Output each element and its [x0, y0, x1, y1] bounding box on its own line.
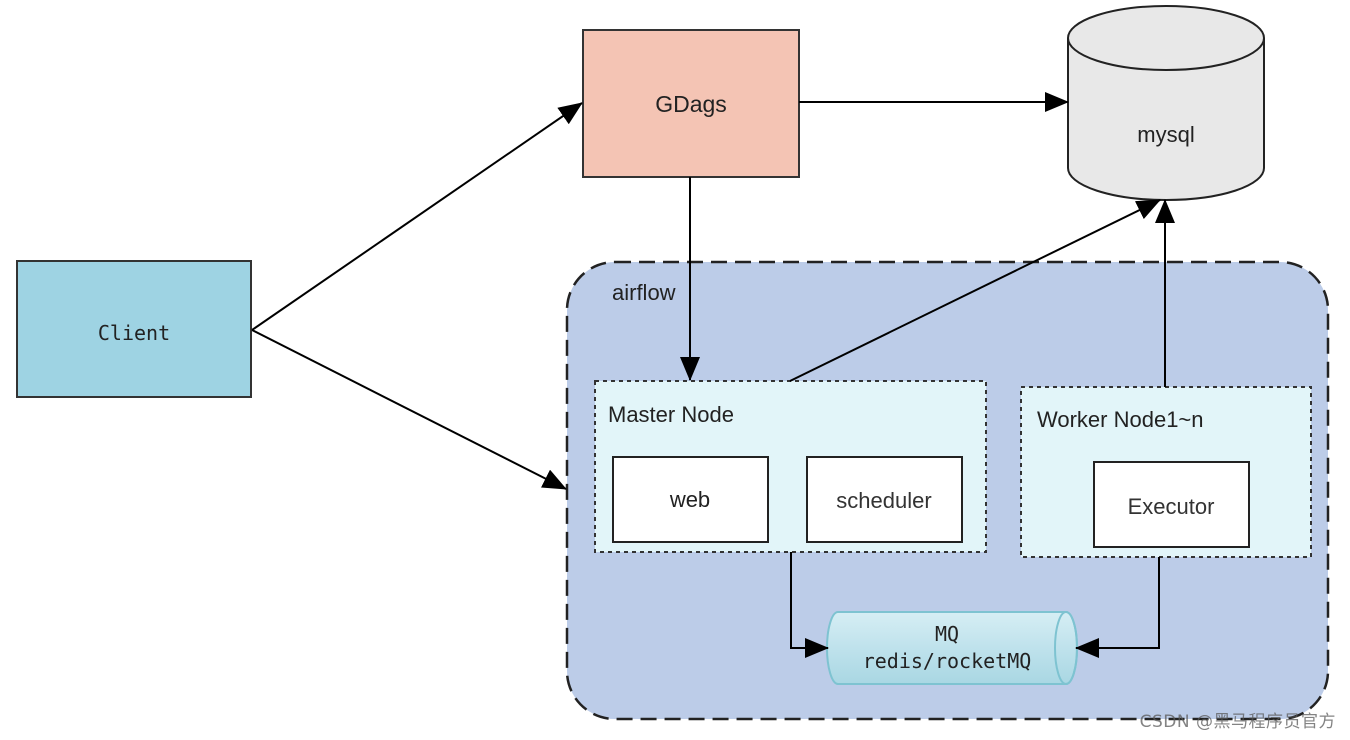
mq-sublabel: redis/rocketMQ [863, 649, 1032, 673]
worker-node-label: Worker Node1~n [1037, 407, 1204, 432]
client-node [16, 260, 252, 398]
edge-master-mysql [789, 199, 1161, 382]
web-component [612, 456, 769, 543]
executor-component [1093, 461, 1250, 548]
gdags-label: GDags [655, 91, 727, 117]
client-label: Client [98, 321, 170, 345]
mysql-label: mysql [1137, 122, 1194, 147]
executor-label: Executor [1128, 494, 1215, 519]
edge-master-mq [790, 552, 829, 658]
mysql-database [1067, 5, 1265, 201]
edge-worker-mq [1075, 557, 1160, 658]
mq-label: MQ [935, 622, 959, 646]
master-node-label: Master Node [608, 402, 734, 427]
web-label: web [669, 487, 710, 512]
gdags-node [582, 29, 800, 178]
watermark: CSDN @黑马程序员官方 [1139, 712, 1336, 732]
edge-client-airflow [251, 329, 567, 490]
edge-client-gdags [251, 102, 583, 331]
airflow-label: airflow [612, 280, 676, 305]
scheduler-component [806, 456, 963, 543]
scheduler-label: scheduler [836, 488, 931, 513]
mq-queue [826, 611, 1078, 685]
